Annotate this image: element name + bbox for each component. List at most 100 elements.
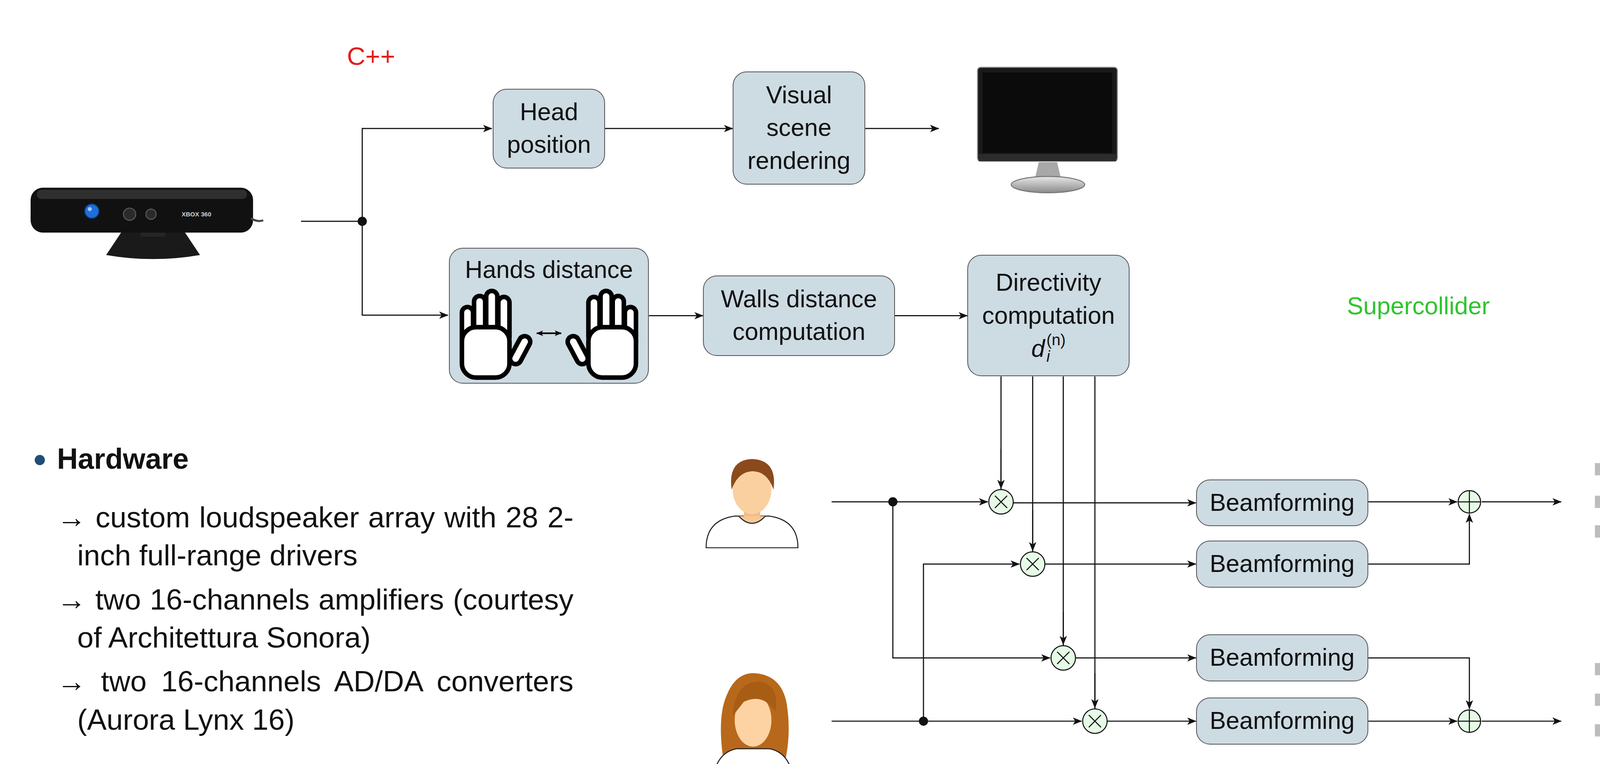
cpp-region: C++Head positionVisual scene renderingHa… — [330, 13, 908, 389]
process-box: Hands distance — [448, 247, 649, 384]
sum-symbol — [1458, 709, 1481, 733]
directivity-formula: d(n)i — [1031, 332, 1066, 366]
panel-fill — [0, 420, 604, 764]
hardware-item: → two 16-channels AD/DA converters (Auro… — [56, 662, 574, 739]
monitor-screen — [982, 72, 1113, 153]
box-label: Beamforming — [1205, 704, 1360, 738]
box-label: Beamforming — [1205, 486, 1360, 520]
nav-mark — [1595, 662, 1600, 676]
hair — [731, 458, 774, 490]
junctions — [357, 216, 929, 727]
wire — [831, 720, 1082, 722]
box-label: Directivity computation — [976, 266, 1121, 333]
supercollider-region: Supercollider Directivity computationd(n)… — [862, 232, 1533, 763]
signal-wires — [301, 128, 1562, 722]
wire — [865, 128, 939, 130]
multiplier-symbol — [988, 489, 1014, 515]
right-hand — [565, 291, 637, 378]
multiplier-symbol — [1082, 709, 1107, 734]
wire — [1368, 720, 1458, 722]
wire — [1032, 510, 1034, 551]
process-box: Walls distance computation — [702, 275, 895, 357]
panel-shadow — [0, 428, 614, 764]
junction-dot — [918, 716, 929, 726]
multiplier-symbol — [1020, 551, 1045, 577]
hardware-item: → two 16-channels amplifiers (courtesy o… — [56, 580, 574, 658]
nav-mark — [1595, 462, 1600, 476]
signal-connector — [1063, 376, 1196, 658]
wire — [1368, 657, 1470, 709]
nav-mark — [1595, 693, 1600, 707]
bangs — [732, 681, 777, 717]
sensor-lens — [84, 204, 100, 219]
wire — [362, 128, 492, 222]
lens-glint — [87, 206, 92, 212]
wire — [892, 501, 1050, 658]
monitor-base — [1011, 176, 1085, 193]
sum-cross — [1458, 490, 1481, 513]
nav-mark — [1595, 525, 1600, 538]
beamforming-box: Beamforming — [1196, 479, 1369, 527]
wire — [1094, 673, 1096, 708]
wire — [1368, 501, 1458, 503]
box-label: Walls distance computation — [712, 282, 886, 349]
wire — [1000, 448, 1002, 489]
male-speaker — [706, 458, 798, 548]
shirt — [706, 516, 798, 549]
bullet-dot — [34, 455, 46, 466]
multiplier-symbol — [1051, 645, 1076, 670]
hardware-panel: Hardware → custom loudspeaker array with … — [0, 419, 605, 764]
monitor-chin — [978, 154, 1117, 162]
multiplier-cross — [1057, 651, 1070, 665]
panel-heading: Hardware — [56, 441, 574, 477]
region-outline — [331, 14, 908, 388]
shirt — [712, 748, 795, 764]
beamforming-box: Beamforming — [1196, 697, 1369, 745]
multiplier-cross — [1088, 714, 1102, 728]
beamforming-box: Beamforming — [1196, 540, 1369, 588]
region-title: Supercollider — [1346, 291, 1490, 321]
box-label: Head position — [501, 95, 596, 162]
signal-connector — [894, 315, 968, 317]
left-hand — [461, 291, 532, 378]
monitor — [977, 67, 1118, 193]
wire — [1481, 720, 1562, 722]
sensor-body — [30, 187, 254, 233]
wire — [301, 220, 363, 223]
sensor-lens — [123, 208, 136, 221]
wire — [362, 221, 449, 316]
formula-superscript: (n) — [1046, 332, 1066, 349]
wire — [923, 564, 1020, 722]
junction-dot — [357, 216, 367, 226]
sensor-lens — [145, 208, 157, 220]
formula-subscript: i — [1046, 348, 1050, 366]
sum-cross — [1458, 709, 1481, 733]
process-box: Visual scene rendering — [732, 71, 866, 185]
summers — [1458, 490, 1481, 733]
hardware-item: → custom loudspeaker array with 28 2-inc… — [56, 498, 574, 575]
palm — [461, 327, 510, 378]
box-label: Visual scene rendering — [741, 78, 857, 178]
nav-mark — [1595, 724, 1600, 737]
formula-indices: (n)i — [1046, 332, 1066, 366]
device-logo: XBOX 360 — [181, 211, 212, 219]
junction-dot — [888, 497, 898, 507]
palm — [588, 327, 637, 378]
distance-arrow — [536, 332, 562, 335]
signal-connector — [1032, 376, 1196, 564]
sensor-cable — [251, 218, 264, 222]
female-speaker — [712, 673, 795, 764]
process-box: Directivity computationd(n)i — [967, 254, 1130, 377]
process-box: Head position — [492, 88, 606, 169]
monitor-bezel — [977, 67, 1118, 162]
sum-symbol — [1458, 490, 1481, 513]
beamforming-box: Beamforming — [1196, 634, 1369, 682]
slide-nav — [1595, 462, 1600, 737]
wire — [1368, 514, 1470, 565]
multipliers — [988, 489, 1108, 734]
signal-connector — [1094, 376, 1197, 722]
box-label: Beamforming — [1205, 547, 1360, 581]
signal-connector — [605, 128, 733, 130]
kinect-sensor — [30, 187, 264, 259]
